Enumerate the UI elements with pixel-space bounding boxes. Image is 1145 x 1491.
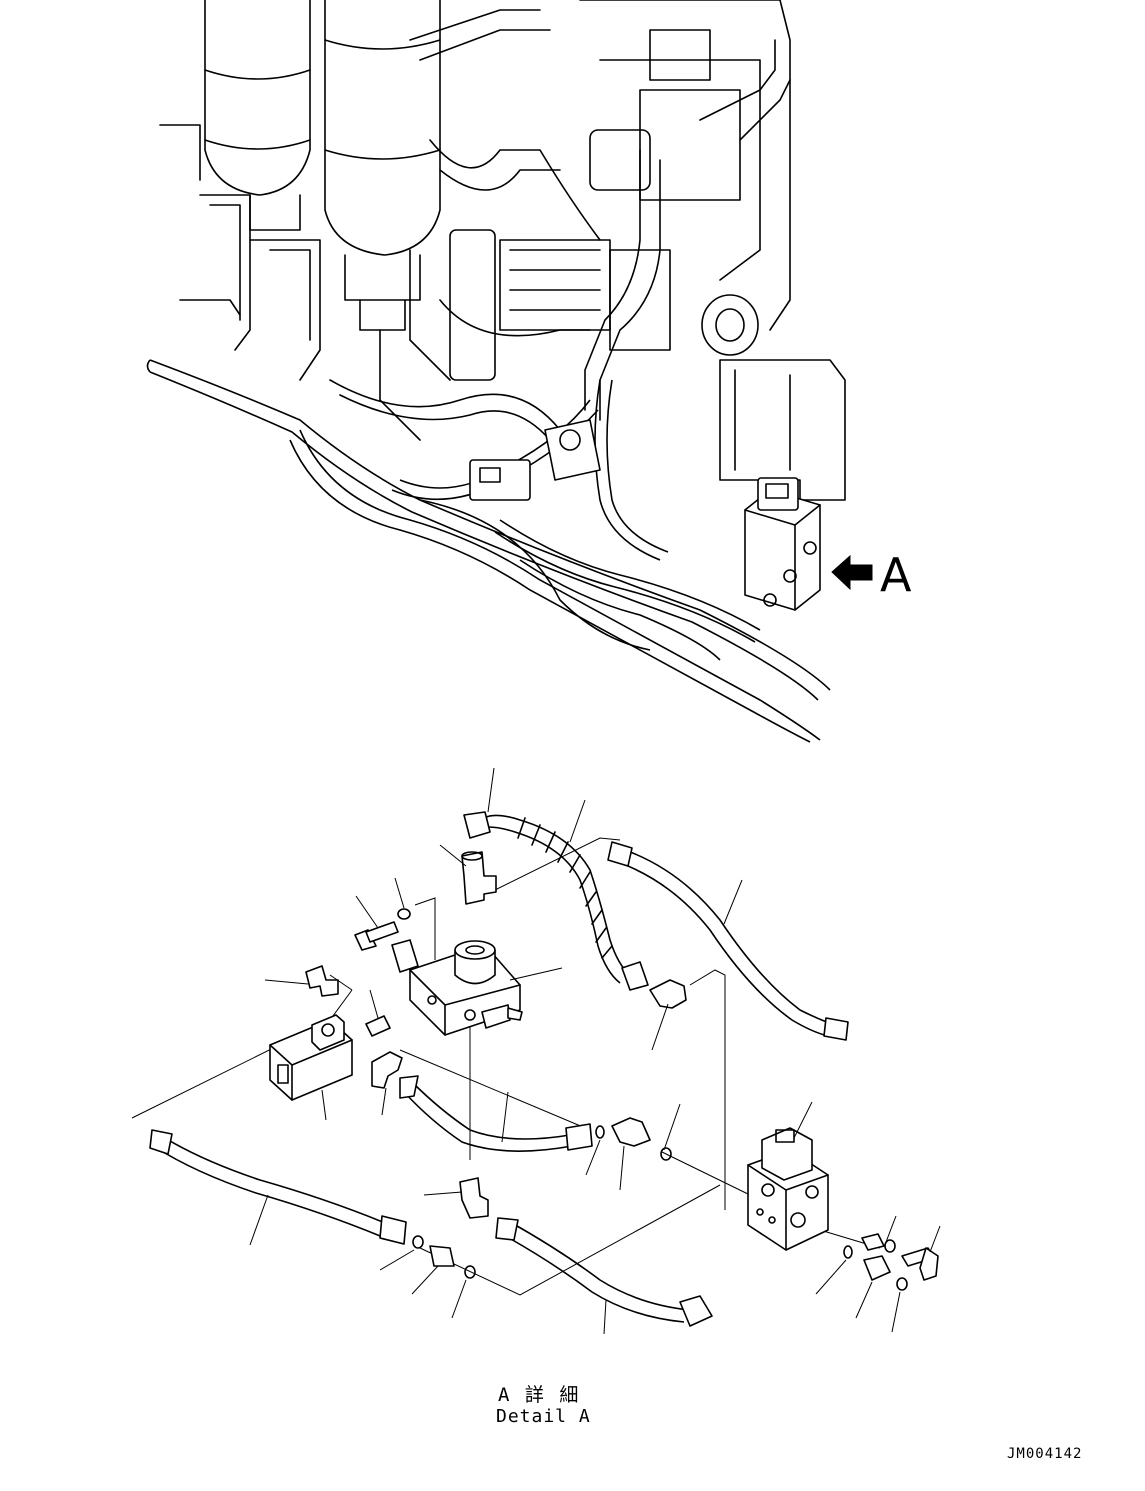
callout-label-a: A (880, 548, 912, 602)
drawing-number: JM004142 (1007, 1446, 1083, 1462)
long-hoses (146, 359, 831, 743)
hose-middle (399, 1075, 593, 1152)
hose-lower-right (495, 1217, 713, 1327)
tee-lower (459, 1177, 489, 1219)
nipple-fitting (365, 1015, 391, 1037)
detail-a-exploded (131, 767, 941, 1335)
hose-lower-left (149, 1129, 476, 1279)
callout-arrow (831, 554, 873, 591)
elbow-left (305, 965, 339, 997)
engine-block (449, 0, 846, 501)
elbow-upper-right (649, 979, 687, 1009)
valve-block-overview (469, 419, 821, 611)
tank-center (324, 0, 441, 331)
detail-title-japanese: A 詳 細 (498, 1384, 581, 1406)
hose-spiral-guard (463, 811, 649, 991)
bolt-washer-upper (354, 908, 411, 951)
leader-lines (249, 767, 941, 1335)
frame-pipes (159, 9, 791, 441)
right-hardware (843, 1233, 939, 1291)
hose-upper-right (607, 841, 849, 1041)
main-valve-body (391, 939, 523, 1036)
machine-overview (146, 0, 873, 743)
detail-title-english: Detail A (496, 1406, 591, 1427)
tee-fitting (461, 851, 497, 905)
elbow-center (371, 1051, 403, 1089)
elbow-oring-mid (595, 1117, 672, 1161)
valve-block-right (747, 1127, 829, 1251)
solenoid-left (269, 1014, 353, 1101)
